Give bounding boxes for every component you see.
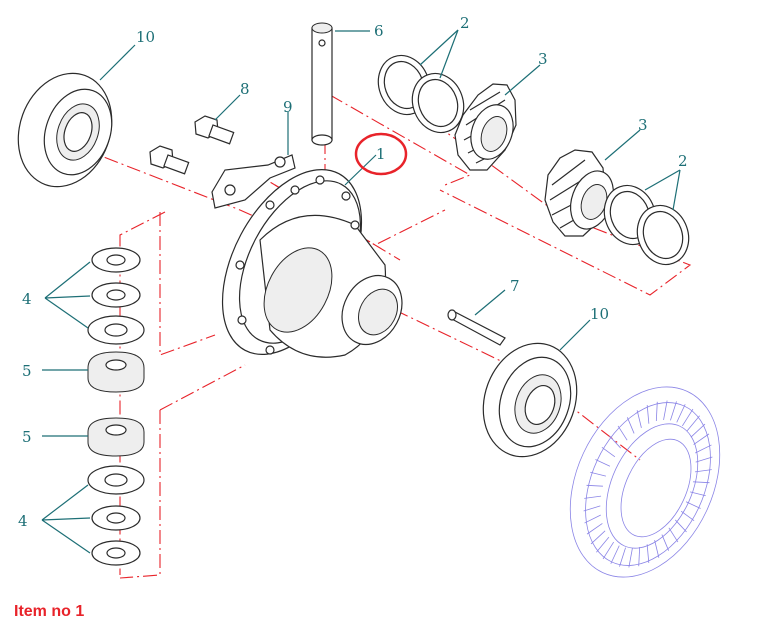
lock-plate <box>211 154 296 209</box>
ring-gear-tooth <box>686 415 700 432</box>
ring-gear-tooth <box>602 541 614 560</box>
ring-gear-tooth <box>610 545 620 564</box>
ring-gear-tooth <box>638 546 641 567</box>
ring-gear-tooth <box>617 425 628 441</box>
callout-4-upper: 4 <box>22 290 32 308</box>
callout-5-lower: 5 <box>22 428 32 446</box>
ring-gear-tooth <box>584 514 601 524</box>
ring-gear-tooth <box>586 484 603 487</box>
roll-pin <box>447 309 506 346</box>
callout-1: 1 <box>376 145 386 163</box>
callout-2-top: 2 <box>460 14 470 32</box>
ring-gear-tooth <box>601 446 616 458</box>
ring-gear-tooth <box>590 530 606 545</box>
item-caption: Item no 1 <box>14 603 85 620</box>
leader-lines <box>41 29 681 554</box>
ring-gear-tooth <box>586 523 603 535</box>
callout-9: 9 <box>283 98 293 116</box>
ring-gear-tooth <box>682 408 694 427</box>
callout-2-right: 2 <box>678 152 688 170</box>
ring-gear-tooth <box>694 469 712 473</box>
ring-gear-tooth <box>626 417 635 434</box>
ring-gear-tooth <box>693 481 710 484</box>
callout-6: 6 <box>374 22 384 40</box>
ring-gear-tooth <box>636 410 642 428</box>
ring-gear-tooth <box>596 536 610 553</box>
differential-housing <box>221 169 403 358</box>
highlight-circle <box>354 132 408 176</box>
ring-gear-tooth <box>670 401 677 421</box>
bearing-right <box>482 342 578 458</box>
thrust-washers-upper <box>377 54 465 134</box>
ring-gear-tooth <box>628 548 633 568</box>
ring-gear-tooth <box>693 433 710 445</box>
callout-7: 7 <box>510 277 520 295</box>
callout-8: 8 <box>240 80 250 98</box>
bearing-left <box>17 72 113 188</box>
side-gear-right <box>544 149 615 237</box>
ring-gear-tooth <box>676 404 686 423</box>
ring-gear-tooth <box>661 534 670 551</box>
ring-gear-tooth <box>646 405 650 424</box>
callout-3-right: 3 <box>638 116 648 134</box>
ring-gear-tooth <box>663 400 668 420</box>
ring-gear <box>569 386 721 578</box>
callout-10-right: 10 <box>590 305 609 323</box>
bolts <box>149 115 235 175</box>
cross-pin <box>311 22 333 146</box>
ring-gear-tooth <box>685 501 701 509</box>
ring-gear-tooth <box>583 505 601 512</box>
ring-gear-tooth <box>655 401 658 422</box>
ring-gear-tooth <box>646 544 650 563</box>
ring-gear-tooth <box>695 444 712 454</box>
ring-gear-tooth <box>690 423 706 438</box>
ring-gear-tooth <box>590 471 607 477</box>
ring-gear-tooth <box>619 547 626 567</box>
callout-5-upper: 5 <box>22 362 32 380</box>
ring-gear-tooth <box>695 456 713 463</box>
washer-stack <box>87 247 145 566</box>
ring-gear-tooth <box>584 495 602 499</box>
ring-gear-tooth <box>668 527 679 543</box>
ring-gear-tooth <box>680 510 695 522</box>
ring-gear-tooth <box>595 459 611 467</box>
ring-gear-tooth <box>689 491 706 497</box>
side-gear-upper <box>454 83 517 171</box>
callout-3-top: 3 <box>538 50 548 68</box>
callout-10-top: 10 <box>136 28 155 46</box>
ring-gear-tooth <box>609 435 621 449</box>
thrust-washers-right <box>603 184 690 266</box>
callout-4-lower: 4 <box>18 512 28 530</box>
ring-gear-tooth <box>675 519 687 533</box>
ring-gear-tooth <box>654 540 660 558</box>
callout-labels: 10 6 2 3 8 9 1 3 2 4 7 10 5 5 4 <box>18 14 688 530</box>
